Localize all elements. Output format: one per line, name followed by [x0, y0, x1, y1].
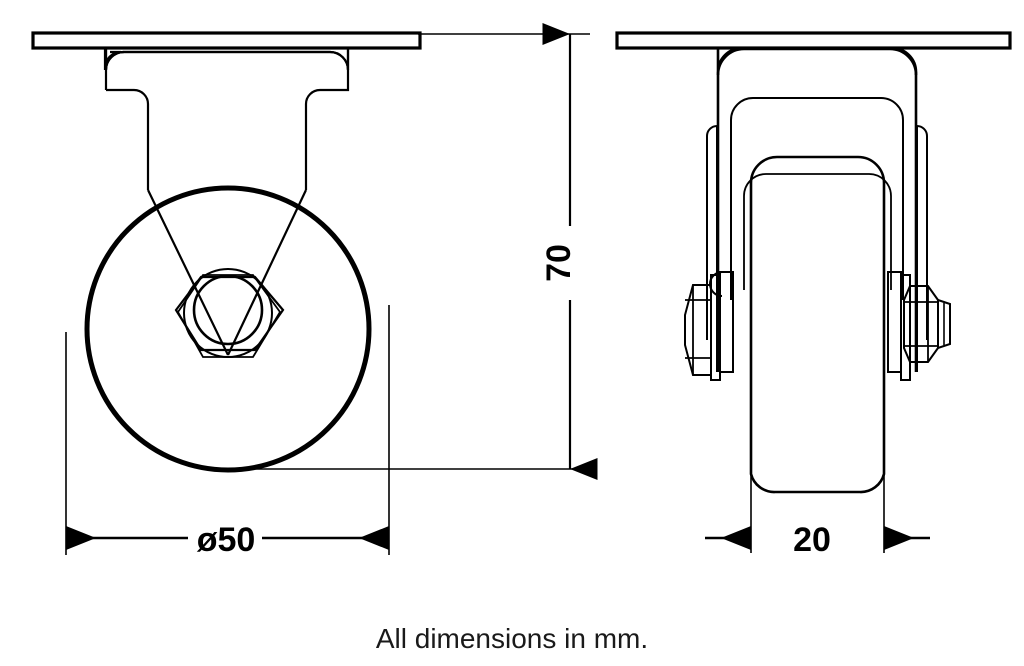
side-top-mounting-plate [615, 31, 1012, 50]
bracket-top-fillet [104, 50, 350, 71]
bracket-left-flange [104, 48, 150, 190]
dim-label-overall-height: 70 [540, 244, 578, 282]
dim-label-wheel-diameter: ø50 [197, 521, 256, 559]
units-caption: All dimensions in mm. [376, 623, 648, 654]
front-view: ø50 70 [31, 23, 598, 559]
side-fork-bracket-outer-fillet [716, 47, 918, 76]
hub-hex-nut-outer [176, 274, 282, 358]
side-bracket-left-strip [706, 124, 718, 372]
hub-inner-circle [192, 274, 264, 346]
top-mounting-plate [31, 31, 422, 50]
fork-left-leg [147, 189, 229, 356]
axle-hex-nut [887, 271, 951, 381]
bracket-right-flange [304, 48, 350, 190]
axle-bolt-head [684, 271, 734, 381]
side-fork-bracket-inner [730, 97, 904, 300]
side-view: 20 [615, 31, 1012, 559]
fork-right-leg [227, 189, 307, 356]
side-fork-bracket-outer [716, 46, 918, 372]
dim-label-height-mask [554, 226, 586, 300]
side-wheel-tread [749, 155, 886, 494]
dim-label-wheel-width: 20 [793, 521, 831, 559]
side-bracket-right-strip [916, 124, 928, 372]
wheel-outer-circle [84, 185, 372, 473]
side-wheel-hub-outline [743, 173, 892, 290]
